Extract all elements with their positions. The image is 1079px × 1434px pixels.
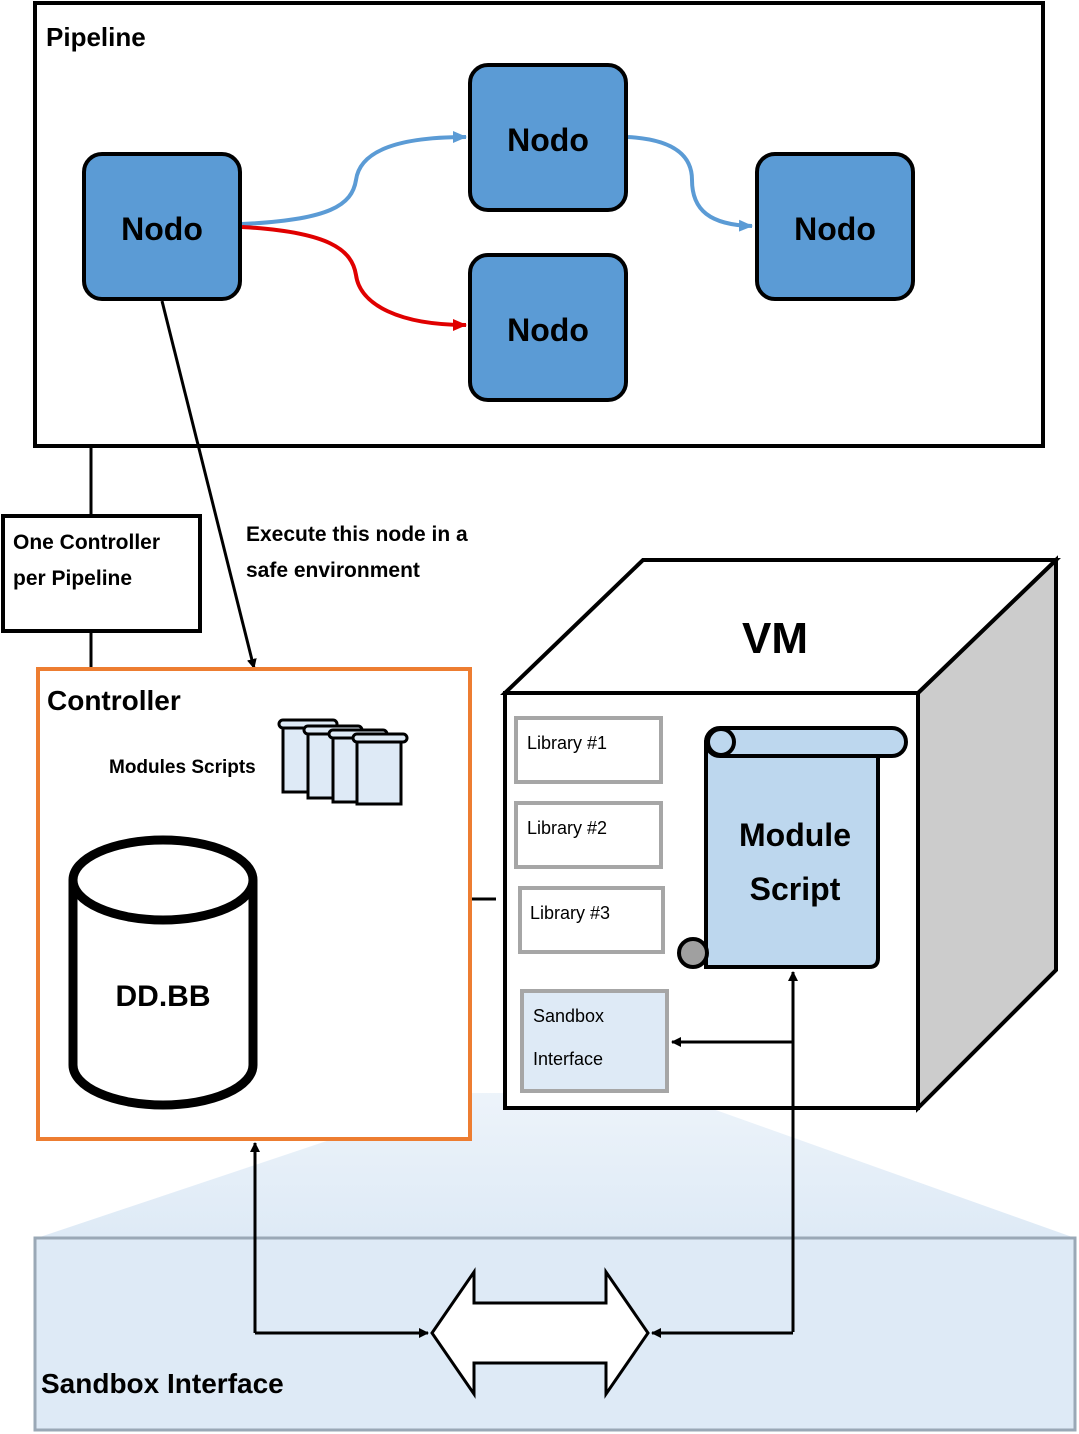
pipeline-title: Pipeline: [46, 22, 146, 52]
database-label: DD.BB: [116, 980, 211, 1013]
pipeline-node-3[interactable]: Nodo: [468, 253, 628, 402]
exchange-double-arrow: [430, 1267, 650, 1399]
controller-note-line2: per Pipeline: [13, 567, 132, 590]
library-label: Library #3: [530, 903, 610, 923]
database-icon: DD.BB: [68, 835, 258, 1110]
module-script-icon: Module Script: [677, 726, 908, 969]
vm-title: VM: [742, 614, 808, 663]
execute-arrow: [160, 300, 257, 669]
node-label: Nodo: [121, 211, 203, 247]
sandbox-panel-label: Sandbox Interface: [41, 1368, 284, 1399]
modules-scripts-label: Modules Scripts: [109, 757, 256, 778]
node-label: Nodo: [507, 312, 589, 348]
edge-node1-to-node2: [241, 131, 467, 226]
module-script-line1: Module: [739, 817, 851, 853]
controller-note-box: One Controller per Pipeline: [1, 514, 202, 633]
library-label: Library #1: [527, 733, 607, 753]
library-1: Library #1: [514, 716, 663, 784]
controller-note-line1: One Controller: [13, 531, 160, 554]
edge-node1-to-node3: [241, 225, 467, 331]
execute-note-line1: Execute this node in a: [246, 523, 468, 546]
pipeline-node-2[interactable]: Nodo: [468, 63, 628, 212]
pipeline-node-1[interactable]: Nodo: [82, 152, 242, 301]
execute-note-line2: safe environment: [246, 559, 420, 582]
controller-title: Controller: [47, 685, 181, 716]
node-label: Nodo: [507, 122, 589, 158]
sandbox-projection: [37, 1093, 1075, 1238]
module-script-line2: Script: [750, 871, 841, 907]
library-label: Library #2: [527, 818, 607, 838]
modules-scripts-icon: [277, 718, 409, 806]
library-2: Library #2: [514, 801, 663, 869]
library-3: Library #3: [518, 886, 665, 954]
edge-node2-to-node4: [627, 135, 753, 232]
sandbox-box-line1: Sandbox: [533, 1006, 604, 1026]
node-label: Nodo: [794, 211, 876, 247]
pipeline-node-4[interactable]: Nodo: [755, 152, 915, 301]
sandbox-box-line2: Interface: [533, 1049, 603, 1069]
sandbox-interface-box: Sandbox Interface: [520, 989, 669, 1093]
